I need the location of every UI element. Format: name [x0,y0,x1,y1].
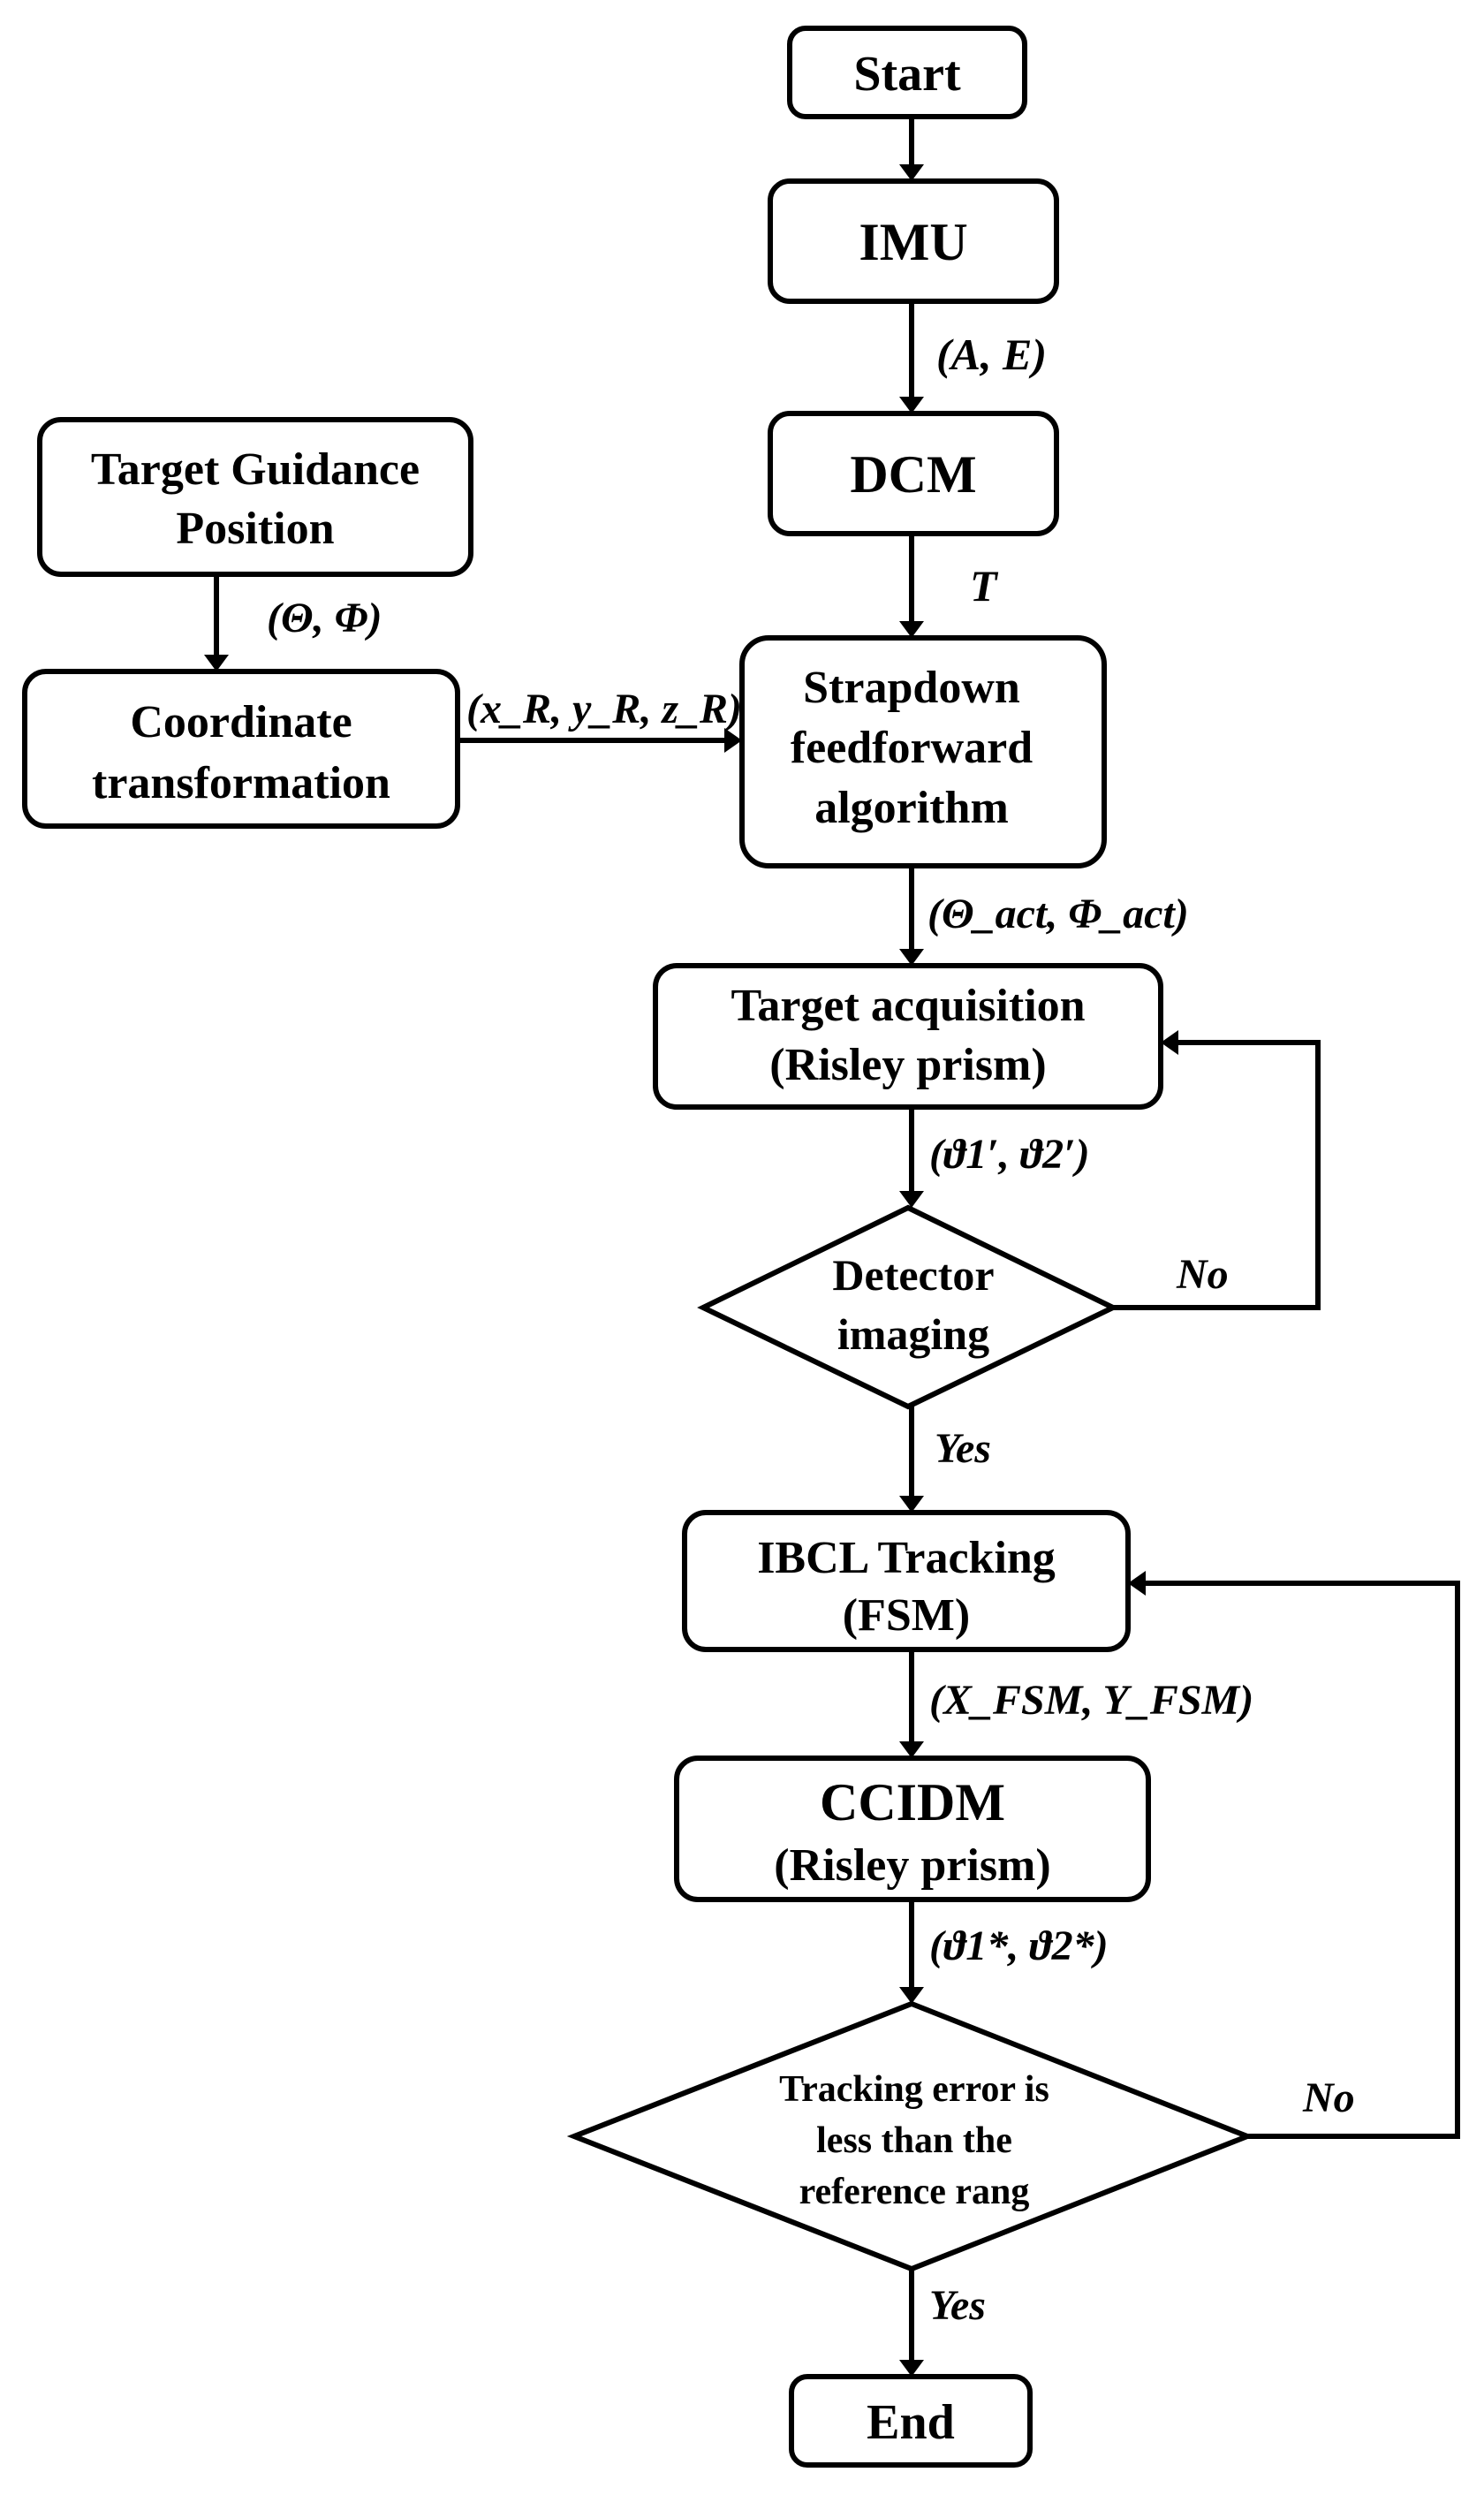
dcm-node: DCM [768,411,1059,536]
arrowhead-start-imu [899,164,924,181]
arrowhead-strapdown-acq [899,949,924,966]
start-node: Start [787,26,1027,119]
ibcl-label-1: IBCL Tracking [757,1533,1056,1583]
target-guidance-label-1: Target Guidance [91,444,420,495]
label-ibcl-ccidm: (X_FSM, Y_FSM) [929,1677,1253,1724]
label-dcm-strapdown: T [970,561,999,610]
arrowhead-detector-yes [899,1496,924,1513]
start-label: Start [853,47,961,102]
label-error-no: No [1302,2074,1355,2121]
ccidm-label-1: CCIDM [820,1773,1005,1831]
tracking-error-node: Tracking error is less than the referenc… [566,2000,1255,2272]
label-imu-dcm: (A, E) [936,330,1047,379]
arrowhead-guidance-coord [204,655,229,671]
label-coord-strapdown: (x_R, y_R, z_R) [466,686,742,732]
dcm-label: DCM [850,445,976,504]
arrowhead-detector-no-loop [1161,1030,1178,1055]
end-label: End [867,2395,955,2450]
label-acq-detector: (ϑ1′, ϑ2′) [929,1131,1090,1178]
end-node: End [789,2374,1033,2468]
target-acquisition-label-2: (Risley prism) [769,1040,1046,1090]
edges [204,117,1460,2377]
detector-label-2: imaging [837,1309,989,1359]
label-detector-no: No [1176,1251,1229,1298]
detector-imaging-node: Detector imaging [697,1204,1119,1410]
target-guidance-node: Target Guidance Position [37,417,473,577]
target-acquisition-node: Target acquisition (Risley prism) [653,963,1163,1110]
coordinate-transformation-node: Coordinate transformation [22,669,460,829]
target-guidance-label-2: Position [176,504,334,554]
target-acquisition-label-1: Target acquisition [731,981,1085,1031]
label-detector-yes: Yes [935,1425,991,1472]
coordinate-label-1: Coordinate [130,697,352,747]
ccidm-node: CCIDM (Risley prism) [674,1756,1151,1902]
arrowhead-imu-dcm [899,397,924,413]
arrowhead-error-yes [899,2360,924,2377]
tracking-error-label-2: less than the [816,2120,1012,2161]
strapdown-node: Strapdown feedforward algorithm [739,635,1107,868]
arrowhead-dcm-strapdown [899,621,924,638]
label-ccidm-error: (ϑ1*, ϑ2*) [929,1922,1109,1969]
ibcl-tracking-node: IBCL Tracking (FSM) [682,1510,1131,1652]
ibcl-label-2: (FSM) [843,1590,970,1641]
arrowhead-acq-detector [899,1191,924,1208]
imu-label: IMU [859,213,967,271]
arrowhead-error-no-loop [1128,1571,1146,1596]
arrowhead-ccidm-error [899,1987,924,2004]
edge-detector-no-loop [1113,1040,1321,1310]
strapdown-label-1: Strapdown [803,663,1020,713]
edge-labels: (A, E) T (Θ, Φ) (x_R, y_R, z_R) (Θ_act, … [267,330,1355,2329]
coordinate-label-2: transformation [92,758,390,808]
arrowhead-coord-strapdown [724,728,742,753]
imu-node: IMU [768,178,1059,304]
tracking-error-label-3: reference rang [799,2172,1030,2212]
strapdown-label-3: algorithm [814,783,1009,833]
label-strapdown-acq: (Θ_act, Φ_act) [928,891,1189,937]
tracking-error-label-1: Tracking error is [779,2069,1049,2110]
strapdown-label-2: feedforward [791,723,1033,773]
label-guidance-coord: (Θ, Φ) [267,595,382,641]
label-error-yes: Yes [929,2282,986,2329]
ccidm-label-2: (Risley prism) [774,1840,1050,1891]
detector-label-1: Detector [832,1250,994,1300]
edge-error-no-loop [1146,1581,1460,2139]
arrowhead-ibcl-ccidm [899,1741,924,1758]
